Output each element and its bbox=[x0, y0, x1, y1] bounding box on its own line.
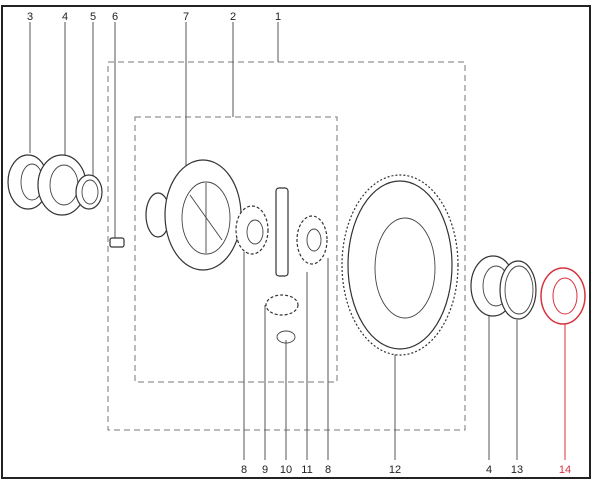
callout-10[interactable]: 10 bbox=[280, 464, 292, 476]
side-gear-8-right bbox=[296, 215, 328, 265]
callout-8b[interactable]: 8 bbox=[325, 464, 331, 476]
seal-5 bbox=[75, 174, 103, 210]
callout-11[interactable]: 11 bbox=[301, 464, 312, 476]
callout-6[interactable]: 6 bbox=[112, 11, 118, 23]
callout-3[interactable]: 3 bbox=[27, 11, 33, 23]
callout-14-highlighted[interactable]: 14 bbox=[559, 464, 571, 476]
callout-7[interactable]: 7 bbox=[183, 11, 189, 23]
planet-gear-9 bbox=[265, 294, 299, 316]
callout-2[interactable]: 2 bbox=[230, 11, 236, 23]
callout-4[interactable]: 4 bbox=[62, 11, 68, 23]
callout-4b[interactable]: 4 bbox=[486, 464, 492, 476]
differential-case-7 bbox=[145, 159, 242, 271]
callout-13[interactable]: 13 bbox=[511, 464, 523, 476]
bottom-leaders bbox=[243, 252, 566, 460]
seal-14-highlighted[interactable] bbox=[540, 267, 586, 325]
frame-border bbox=[1, 5, 591, 479]
ring-gear-12 bbox=[341, 174, 459, 356]
callout-8[interactable]: 8 bbox=[241, 464, 247, 476]
callout-9[interactable]: 9 bbox=[262, 464, 268, 476]
bolt-6 bbox=[109, 237, 125, 248]
ring-13 bbox=[499, 260, 537, 320]
top-leaders bbox=[29, 22, 279, 238]
pin-11 bbox=[275, 187, 289, 277]
side-gear-8-left bbox=[235, 205, 269, 255]
callout-5[interactable]: 5 bbox=[90, 11, 96, 23]
callout-12[interactable]: 12 bbox=[389, 464, 401, 476]
callout-1[interactable]: 1 bbox=[275, 11, 281, 23]
assembly-box-2 bbox=[134, 116, 338, 383]
circlip-10 bbox=[276, 330, 296, 344]
